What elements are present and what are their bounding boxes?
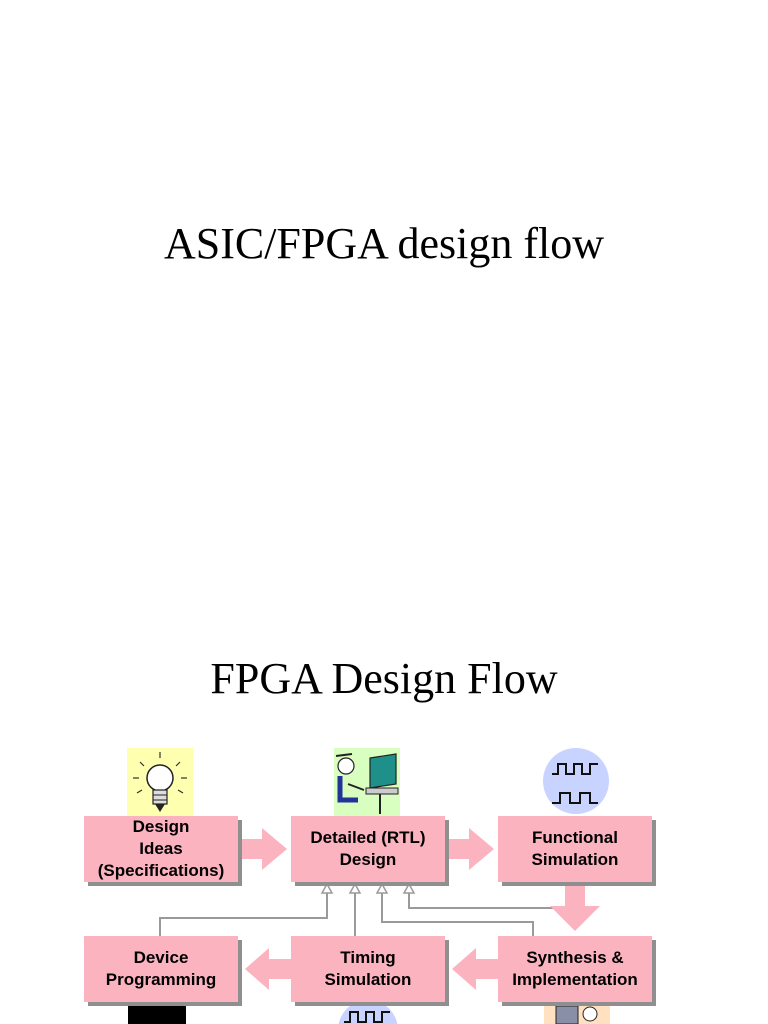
- engineer-at-computer-icon: [334, 748, 400, 816]
- workstation-icon: [544, 1002, 610, 1024]
- connector-arrowheads: [322, 884, 414, 893]
- arrow-funcsim-to-synthesis: [550, 882, 600, 931]
- rtl-design-box: Detailed (RTL) Design: [291, 816, 445, 882]
- connector-funcsim-to-rtl: [409, 886, 575, 908]
- lightbulb-icon: [127, 748, 193, 816]
- waveform-icon: [543, 748, 609, 814]
- timing-simulation-box: Timing Simulation: [291, 936, 445, 1002]
- connector-device-to-rtl: [160, 887, 327, 936]
- synthesis-implementation-box: Synthesis & Implementation: [498, 936, 652, 1002]
- connector-synthesis-to-rtl: [382, 887, 533, 936]
- arrow-ideas-to-rtl: [238, 828, 287, 870]
- arrow-timing-to-device: [245, 948, 291, 990]
- feedback-connectors: [160, 886, 575, 936]
- functional-simulation-box: Functional Simulation: [498, 816, 652, 882]
- device-programming-box: Device Programming: [84, 936, 238, 1002]
- waveform-icon-bottom: [338, 1000, 398, 1024]
- arrow-rtl-to-funcsim: [445, 828, 494, 870]
- arrow-synthesis-to-timing: [452, 948, 498, 990]
- design-ideas-box: Design Ideas (Specifications): [84, 816, 238, 882]
